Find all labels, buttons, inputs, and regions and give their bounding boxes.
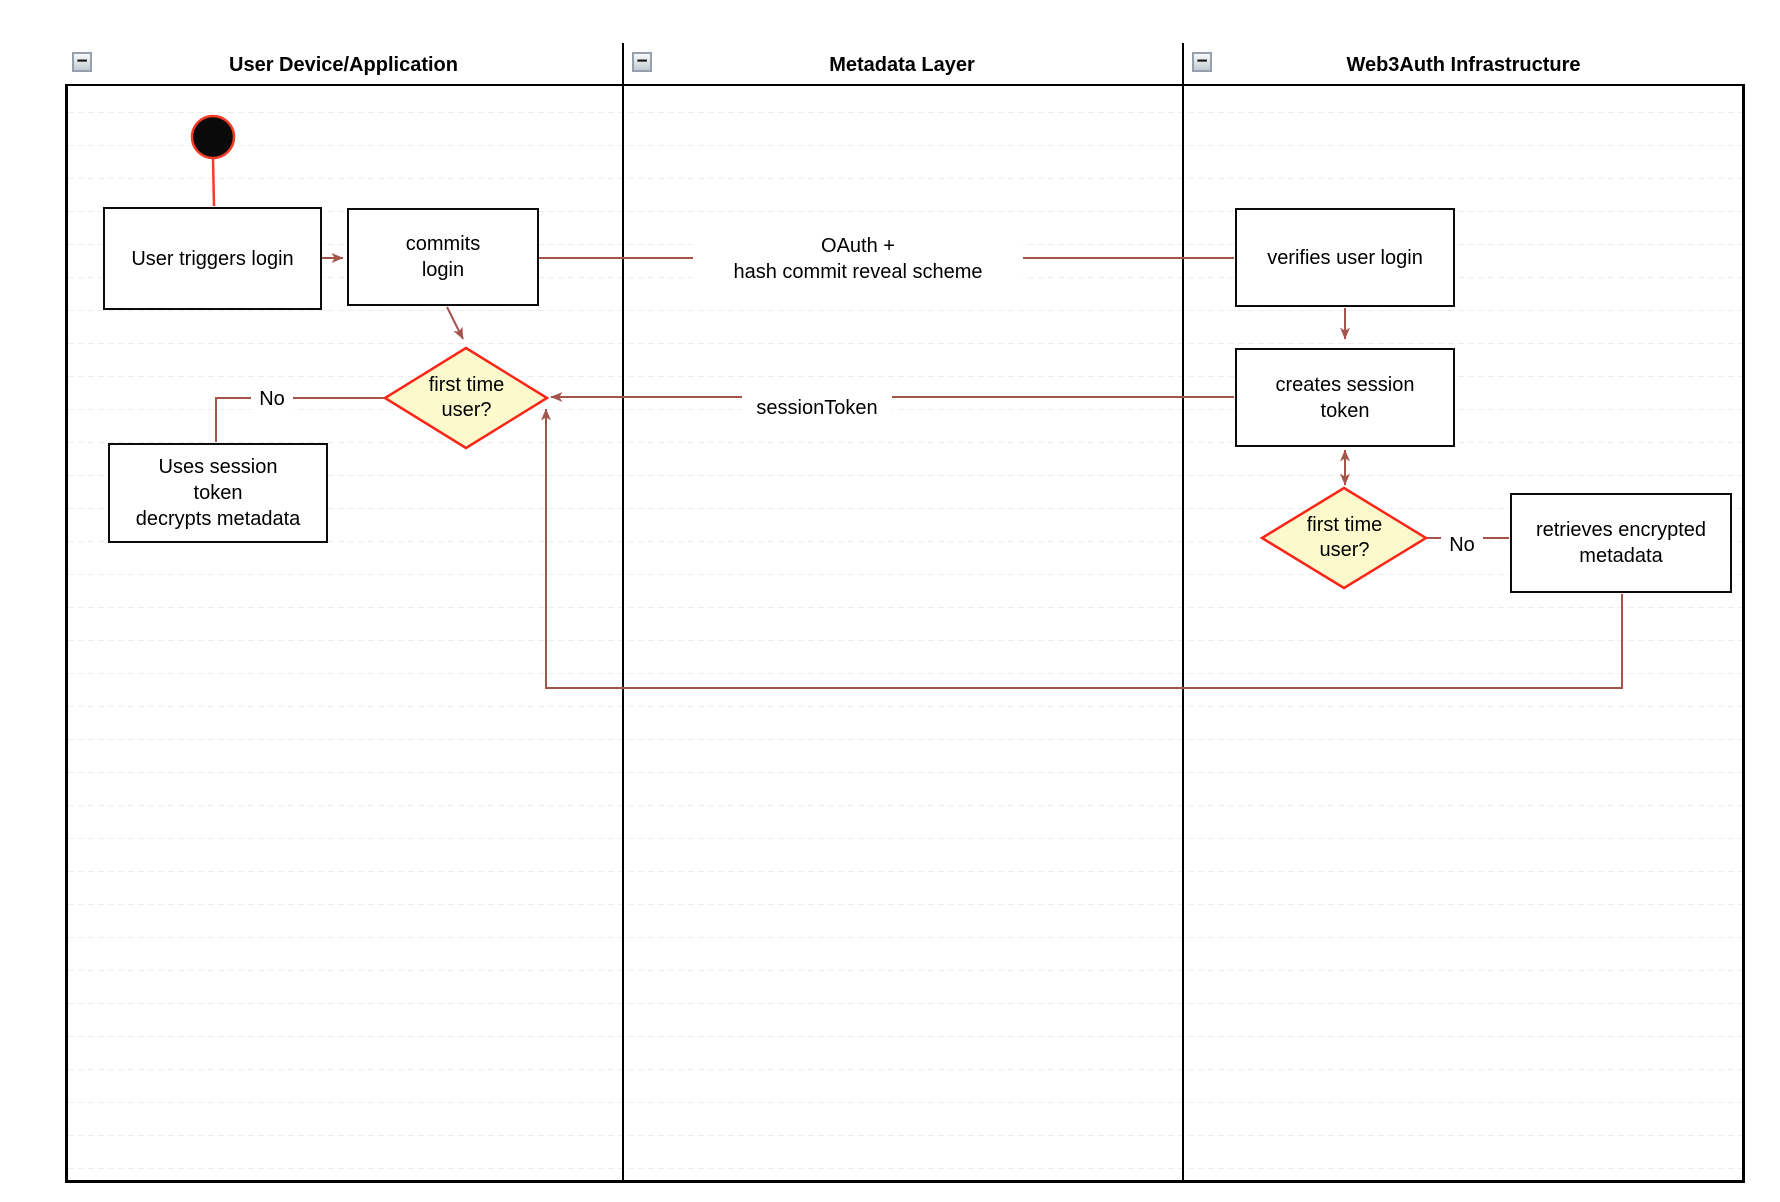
node-user-triggers-login[interactable]: User triggers login xyxy=(103,207,322,310)
collapse-icon[interactable]: − xyxy=(72,52,92,72)
lane-header-band xyxy=(65,43,1745,86)
lane-title-metadata-layer: Metadata Layer xyxy=(829,54,975,76)
edge-label-no-infra: No xyxy=(1441,532,1483,558)
decision-diamond-device-shape xyxy=(382,346,550,450)
lane-title-web3auth: Web3Auth Infrastructure xyxy=(1346,54,1581,76)
lane-divider-2 xyxy=(1182,43,1184,1183)
lane-header-divider xyxy=(65,84,1745,86)
lane-divider-1 xyxy=(622,43,624,1183)
decision-diamond-infra-shape xyxy=(1259,486,1429,590)
edge-label-sessiontoken: sessionToken xyxy=(742,393,892,423)
collapse-icon[interactable]: − xyxy=(1192,52,1212,72)
edge-decision1-no xyxy=(215,397,387,442)
edge-label-no-device: No xyxy=(251,386,293,412)
node-verifies-user-login[interactable]: verifies user login xyxy=(1235,208,1455,307)
collapse-icon[interactable]: − xyxy=(632,52,652,72)
edge-commit-to-decision1 xyxy=(446,306,464,340)
edge-label-oauth: OAuth + hash commit reveal scheme xyxy=(693,233,1023,285)
decision-first-time-user-infra[interactable]: first time user? xyxy=(1306,514,1383,561)
decision-first-time-user-device[interactable]: first time user? xyxy=(428,374,505,421)
start-node[interactable] xyxy=(190,114,236,160)
node-retrieves-encrypted-metadata[interactable]: retrieves encrypted metadata xyxy=(1510,493,1732,593)
edge-start-to-trigger xyxy=(211,158,216,207)
lane-title-user-device: User Device/Application xyxy=(229,54,458,76)
edge-retrieve-feedback-to-decision1 xyxy=(541,408,1623,689)
node-commits-login[interactable]: commits login xyxy=(347,208,539,306)
node-uses-session-token[interactable]: Uses session token decrypts metadata xyxy=(108,443,328,543)
node-creates-session-token[interactable]: creates session token xyxy=(1235,348,1455,447)
